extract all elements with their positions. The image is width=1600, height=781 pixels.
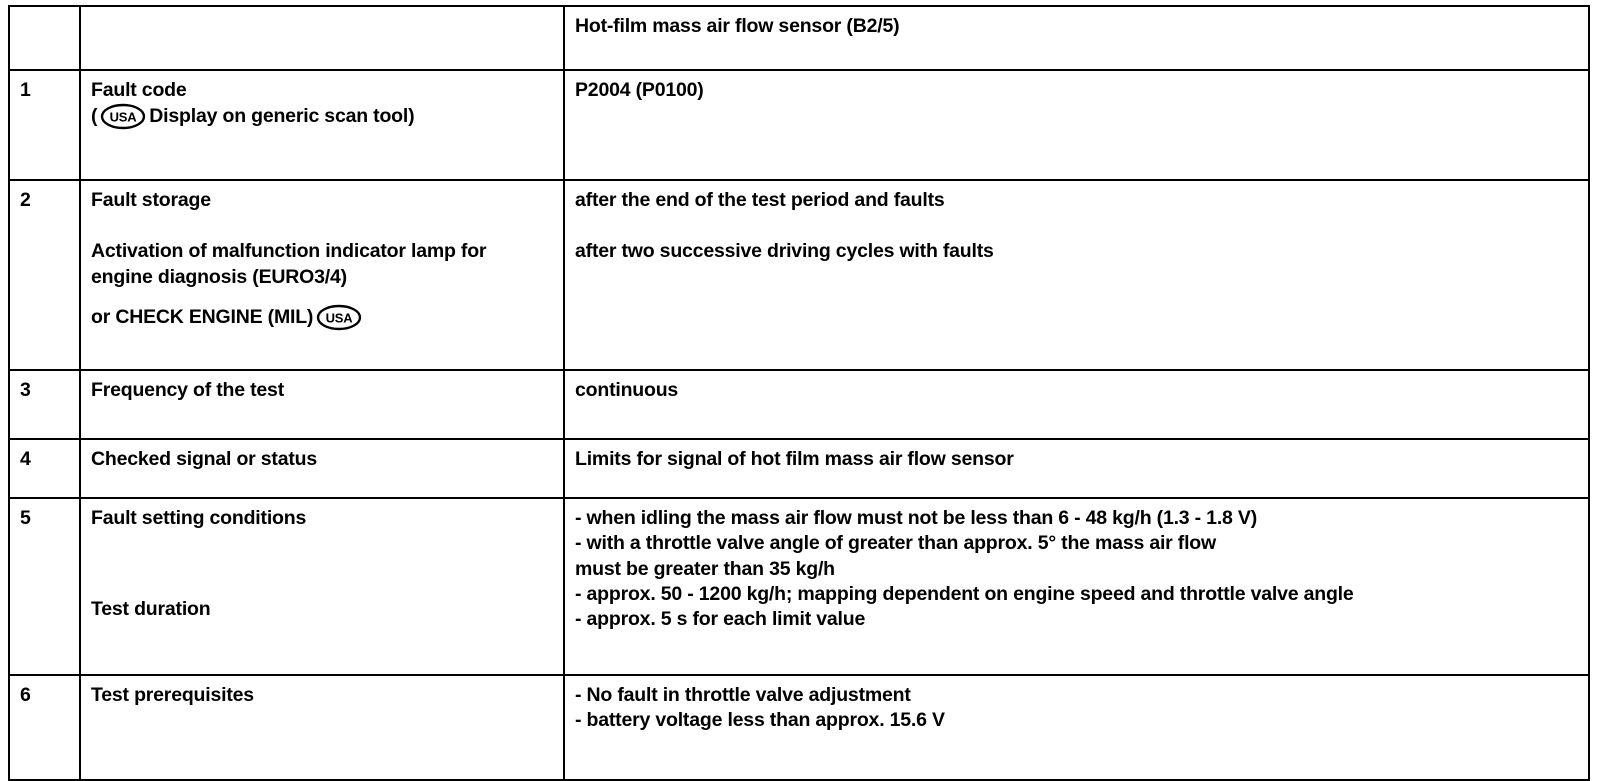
table-header-row: Hot-film mass air flow sensor (B2/5) bbox=[8, 5, 1590, 71]
label-line: engine diagnosis (EURO3/4) bbox=[91, 265, 347, 288]
value-line: - with a throttle valve angle of greater… bbox=[575, 532, 1216, 555]
row-number: 1 bbox=[8, 69, 81, 181]
row-value-fault-storage: after the end of the test period and fau… bbox=[563, 179, 1590, 371]
row-label-fault-storage: Fault storage Activation of malfunction … bbox=[79, 179, 565, 371]
svg-text:USA: USA bbox=[326, 311, 354, 326]
value-line: - approx. 50 - 1200 kg/h; mapping depend… bbox=[575, 583, 1354, 606]
row-value-fault-setting-conditions: - when idling the mass air flow must not… bbox=[563, 497, 1590, 676]
row-label-test-prerequisites: Test prerequisites bbox=[79, 674, 565, 781]
scan-tool-note: ( USA Display on generic scan tool) bbox=[91, 103, 553, 130]
row-value-fault-code: P2004 (P0100) bbox=[563, 69, 1590, 181]
table-row: 5 Fault setting conditions Test duration… bbox=[8, 497, 1590, 676]
value-line: - battery voltage less than approx. 15.6… bbox=[575, 709, 945, 732]
row-number: 2 bbox=[8, 179, 81, 371]
row-value-test-prerequisites: - No fault in throttle valve adjustment … bbox=[563, 674, 1590, 781]
header-cell-label bbox=[79, 5, 565, 71]
diagnostic-table: Hot-film mass air flow sensor (B2/5) 1 F… bbox=[8, 5, 1590, 781]
label-line-conditions: Fault setting conditions bbox=[91, 507, 307, 529]
value-line: - No fault in throttle valve adjustment bbox=[575, 684, 911, 706]
header-cell-number bbox=[8, 5, 81, 71]
paren-open: ( bbox=[91, 105, 98, 128]
value-line: after the end of the test period and fau… bbox=[575, 189, 945, 211]
table-row: 6 Test prerequisites - No fault in throt… bbox=[8, 674, 1590, 781]
spacer bbox=[91, 213, 553, 239]
value-line: must be greater than 35 kg/h bbox=[575, 557, 835, 580]
spacer bbox=[91, 531, 553, 597]
label-line: Activation of malfunction indicator lamp… bbox=[91, 240, 487, 263]
header-cell-sensor-title: Hot-film mass air flow sensor (B2/5) bbox=[563, 5, 1590, 71]
row-value-checked-signal: Limits for signal of hot film mass air f… bbox=[563, 438, 1590, 499]
row-number: 3 bbox=[8, 369, 81, 440]
check-engine-text: or CHECK ENGINE (MIL) bbox=[91, 305, 314, 328]
value-line: after two successive driving cycles with… bbox=[575, 240, 994, 263]
value-line: - when idling the mass air flow must not… bbox=[575, 507, 1258, 529]
usa-badge-icon: USA bbox=[316, 304, 362, 331]
table-row: 3 Frequency of the test continuous bbox=[8, 369, 1590, 440]
table-row: 4 Checked signal or status Limits for si… bbox=[8, 438, 1590, 499]
row-number: 5 bbox=[8, 497, 81, 676]
table-row: 2 Fault storage Activation of malfunctio… bbox=[8, 179, 1590, 371]
row-number: 4 bbox=[8, 438, 81, 499]
label-line: Fault storage bbox=[91, 189, 211, 211]
value-line: - approx. 5 s for each limit value bbox=[575, 608, 866, 631]
row-label-fault-code: Fault code ( USA Display on generic scan… bbox=[79, 69, 565, 181]
row-value-frequency: continuous bbox=[563, 369, 1590, 440]
row-number: 6 bbox=[8, 674, 81, 781]
spacer bbox=[91, 290, 553, 304]
scan-tool-text: Display on generic scan tool) bbox=[149, 105, 415, 128]
usa-badge-icon: USA bbox=[100, 103, 146, 130]
row-label-fault-setting-conditions: Fault setting conditions Test duration bbox=[79, 497, 565, 676]
check-engine-note: or CHECK ENGINE (MIL) USA bbox=[91, 304, 553, 331]
row-label-frequency: Frequency of the test bbox=[79, 369, 565, 440]
spacer bbox=[575, 213, 1578, 239]
svg-text:USA: USA bbox=[110, 110, 138, 125]
document-page: Hot-film mass air flow sensor (B2/5) 1 F… bbox=[8, 5, 1590, 781]
table-row: 1 Fault code ( USA Display on generic sc… bbox=[8, 69, 1590, 181]
label-line: Fault code bbox=[91, 79, 187, 101]
label-line-test-duration: Test duration bbox=[91, 598, 211, 621]
row-label-checked-signal: Checked signal or status bbox=[79, 438, 565, 499]
